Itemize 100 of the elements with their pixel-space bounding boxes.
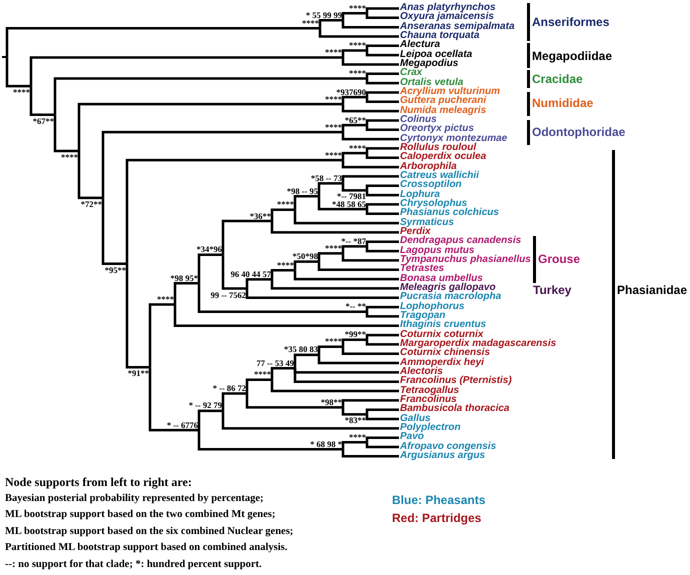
support-value: *58 -- 73 <box>310 174 342 182</box>
tree-branch <box>366 119 399 126</box>
tree-branch <box>342 407 367 416</box>
tree-branch <box>318 28 399 38</box>
tree-branch <box>126 158 343 264</box>
tree-branch <box>342 175 399 184</box>
taxon-label: Catreus wallichii <box>400 170 479 181</box>
support-value: *937690 <box>336 88 366 96</box>
group-label: Turkey <box>533 283 572 297</box>
taxon-label: Ithaginis cruentus <box>400 320 486 330</box>
taxon-label: Oreortyx pictus <box>400 124 474 134</box>
legend-text: Blue: Pheasants <box>392 493 486 507</box>
group-label: Anseriformes <box>532 15 610 29</box>
taxon-label: Phasianus colchicus <box>400 208 499 218</box>
support-value: 96 40 44 57 <box>230 270 271 278</box>
tree-branch <box>366 147 399 154</box>
taxon-label: Alectura <box>400 40 440 50</box>
note-text: Partitioned ML bootstrap support based on combined analysis. <box>5 541 288 554</box>
tree-branch <box>222 254 247 290</box>
taxon-label: Francolinus (Pternistis) <box>400 376 512 386</box>
tree-branch <box>246 288 399 299</box>
support-value: **** <box>61 153 78 162</box>
taxon-label: Caloperdix oculea <box>400 152 486 162</box>
tree-branch <box>270 367 295 380</box>
tree-branch <box>318 252 343 262</box>
support-value: **** <box>325 48 342 56</box>
tree-branch <box>366 91 399 98</box>
support-value: *98** <box>320 398 342 406</box>
tree-branch <box>294 270 399 280</box>
tree-branch <box>342 152 367 160</box>
tree-branch <box>270 380 399 392</box>
group-label: Grouse <box>538 252 580 266</box>
support-value: 77 -- 53 49 <box>256 358 294 367</box>
tree-branch <box>342 58 399 66</box>
tree-branch <box>366 44 399 50</box>
taxon-label: Pucrasia macrolopha <box>400 292 502 302</box>
tree-branch <box>246 278 272 288</box>
tree-branch <box>222 410 399 430</box>
support-value: **** <box>349 4 366 12</box>
support-value: **** <box>349 144 366 152</box>
taxon-label: Anseranas semipalmata <box>400 22 515 32</box>
group-label: Megapodiidae <box>532 49 612 63</box>
tree-branch <box>222 392 247 411</box>
tree-branch <box>366 97 399 104</box>
tree-branch <box>342 49 367 58</box>
tree-branch <box>270 279 399 290</box>
support-value: *98 -- 95 <box>286 186 318 195</box>
tree-branch <box>270 269 295 280</box>
note-text: ML bootstrap support based on the six combined Nuclear genes; <box>5 524 294 538</box>
support-value: * -- 86 72 <box>212 384 246 392</box>
support-value: *95** <box>104 266 126 274</box>
tree-branch <box>366 184 399 190</box>
support-value: **** <box>302 18 319 27</box>
tree-branch <box>342 12 367 20</box>
taxon-label: Anas platyrhynchos <box>400 3 496 13</box>
tree-branch <box>342 183 367 192</box>
support-value: *-- *87 <box>341 236 366 245</box>
support-value: * 55 99 99 <box>306 10 342 19</box>
support-value: *72** <box>80 200 102 208</box>
taxon-label: Colinus <box>400 114 437 125</box>
tree-branch <box>78 102 343 151</box>
support-value: *83** <box>344 416 366 424</box>
support-value: **** <box>13 88 30 96</box>
taxon-label: Dendragapus canadensis <box>400 236 522 246</box>
tree-branch <box>366 312 399 318</box>
tree-branch <box>78 151 103 200</box>
tree-branch <box>366 414 399 420</box>
tree-branch <box>102 198 127 265</box>
taxon-label: Leipoa ocellata <box>400 50 472 60</box>
group-label: Odontophoridae <box>532 125 626 139</box>
taxon-label: Chrysolophus <box>400 198 468 209</box>
tree-branch <box>318 196 367 210</box>
group-label: Cracidae <box>532 72 583 86</box>
tree-branch <box>198 430 343 451</box>
taxon-label: Gallus <box>400 414 431 424</box>
tree-branch <box>342 441 367 450</box>
note-text: ML bootstrap support based on the two combined Mt genes; <box>5 508 276 522</box>
tree-branch <box>366 72 399 78</box>
tree-branch <box>342 160 399 168</box>
tree-branch <box>342 346 399 355</box>
support-value: *48 58 65 <box>332 200 366 208</box>
taxon-label: Margaroperdix madagascarensis <box>400 338 556 349</box>
tree-branch <box>102 130 343 198</box>
tree-branch <box>148 303 175 368</box>
tree-branch <box>366 153 399 160</box>
taxon-label: Tympanuchus phasianellus <box>400 254 531 265</box>
taxon-label: Ortalis vetula <box>400 78 464 88</box>
support-value: **** <box>325 122 342 131</box>
tree-branch <box>366 240 399 246</box>
tree-branch <box>342 96 367 104</box>
support-value: **** <box>325 150 342 159</box>
support-value: **** <box>277 260 294 269</box>
tree-branch <box>30 56 343 86</box>
taxon-label: Meleagris gallopavo <box>400 282 496 293</box>
tree-branch <box>342 338 367 347</box>
tree-branch <box>222 220 272 255</box>
tree-branch <box>366 209 399 216</box>
taxon-label: Arborophila <box>400 162 457 172</box>
tree-branch <box>366 50 399 56</box>
support-value: **** <box>157 294 174 303</box>
